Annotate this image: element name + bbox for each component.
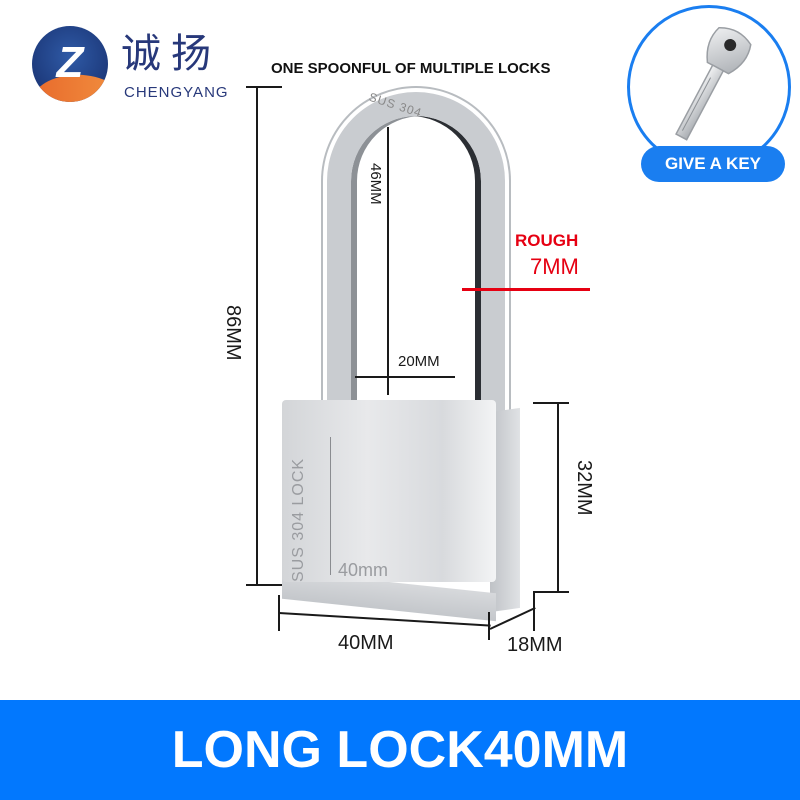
dim-body-depth-right-tick: [533, 593, 535, 631]
dim-shackle-width-label: 20MM: [398, 353, 440, 370]
body-engraving-wrap: SUS 304 LOCK: [282, 432, 322, 582]
dim-body-width-right-tick: [488, 612, 490, 640]
lock-body: [282, 400, 496, 582]
dim-body-height-top-tick: [533, 402, 569, 404]
body-engraving-line: [330, 437, 331, 575]
dim-body-height-line: [557, 403, 559, 593]
shackle-thickness-value: 7MM: [530, 254, 579, 279]
dim-total-height-label: 86MM: [222, 305, 244, 361]
dim-body-height-label: 32MM: [573, 460, 595, 516]
shackle-outline: [321, 86, 511, 412]
key-badge-circle: [627, 5, 791, 169]
dim-shackle-width-line: [355, 376, 455, 378]
dim-body-width-label: 40MM: [338, 632, 394, 654]
body-size-engraving: 40mm: [338, 560, 389, 580]
dim-body-height-bottom-tick: [533, 591, 569, 593]
brand-logo-mark: Z: [32, 26, 108, 102]
bottom-banner: [0, 700, 800, 800]
dim-total-height-line: [256, 86, 258, 586]
shackle-thickness-label: ROUGH: [515, 231, 579, 250]
banner-title: LONG LOCK40MM: [171, 721, 629, 779]
logo-letter: Z: [56, 38, 84, 87]
key-icon: [675, 27, 752, 141]
tagline: ONE SPOONFUL OF MULTIPLE LOCKS: [271, 60, 551, 77]
dim-shackle-height-label: 46MM: [367, 163, 384, 205]
dim-body-depth-label: 18MM: [507, 634, 563, 656]
shackle-thickness-line: [462, 288, 590, 291]
dim-total-height-top-tick: [246, 86, 282, 88]
dim-shackle-height-line: [387, 127, 389, 395]
body-engraving: SUS 304 LOCK: [290, 457, 307, 582]
brand-name-cn: 诚扬: [121, 31, 221, 77]
dim-total-height-bottom-tick: [246, 584, 282, 586]
give-a-key-badge: GIVE A KEY: [641, 146, 785, 182]
brand-name-en: CHENGYANG: [124, 84, 229, 101]
